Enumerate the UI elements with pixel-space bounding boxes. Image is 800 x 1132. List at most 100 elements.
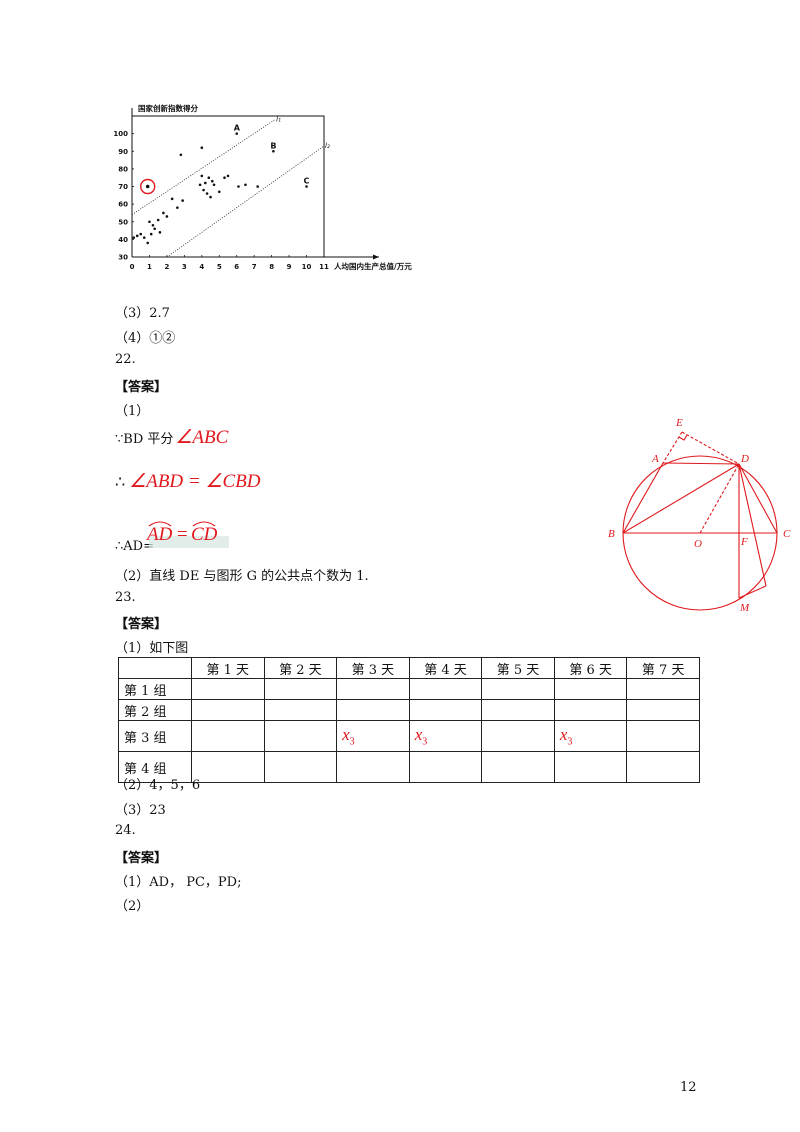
q22-angle-abc: ∠ABC: [175, 427, 229, 448]
point-label-b: B: [270, 141, 276, 150]
q22-arc-equation: AD = CD: [143, 516, 233, 552]
data-point: [200, 174, 204, 178]
data-point: [244, 183, 247, 187]
schedule-table: 第 1 天 第 2 天 第 3 天 第 4 天 第 5 天 第 6 天 第 7 …: [118, 657, 700, 783]
x-tick-label: 2: [164, 263, 169, 271]
data-point: [204, 181, 207, 185]
y-tick-label: 100: [113, 130, 128, 138]
label-f: F: [740, 536, 748, 548]
table-row: 第 1 组: [118, 678, 700, 700]
data-point: [210, 179, 214, 183]
label-d: D: [740, 453, 749, 465]
trend-line-label: l₂: [325, 142, 330, 150]
table-row: 第 2 组: [118, 699, 700, 721]
header-day3: 第 3 天: [336, 657, 410, 679]
y-tick-label: 50: [118, 218, 128, 226]
q23-part1: （1）如下图: [115, 641, 189, 656]
header-day6: 第 6 天: [553, 657, 628, 679]
q22-number: 22.: [115, 352, 136, 367]
data-point: [202, 188, 205, 192]
data-point: [165, 215, 169, 218]
table-row: 第 4 组: [118, 751, 700, 783]
label-a: A: [651, 453, 659, 465]
data-point: [153, 227, 156, 231]
highlight-ring: [140, 178, 156, 195]
data-point: [198, 183, 202, 187]
q24-part1: （1）AD， PC，PD;: [115, 875, 242, 890]
row-label: 第 3 组: [118, 720, 192, 752]
y-tick-label: 80: [118, 165, 128, 173]
table-header-row: 第 1 天 第 2 天 第 3 天 第 4 天 第 5 天 第 6 天 第 7 …: [118, 657, 700, 679]
table-corner: [118, 657, 192, 679]
q23-part2: （2）4，5，6: [115, 778, 201, 793]
x-tick-label: 10: [302, 263, 312, 271]
q24-answer-heading: 【答案】: [115, 851, 168, 866]
data-point: [146, 241, 150, 245]
y-tick-label: 40: [118, 236, 128, 244]
data-point: [148, 220, 151, 224]
header-day7: 第 7 天: [626, 657, 700, 679]
highlighted-point: [145, 184, 150, 189]
x-axis-label: 人均国内生产总值/万元: [334, 261, 412, 271]
q22-ad-text: ∴AD=: [115, 539, 154, 554]
label-o: O: [694, 538, 702, 550]
x-tick-label: 4: [199, 263, 204, 271]
header-day2: 第 2 天: [263, 657, 338, 679]
arc-ad: AD: [147, 524, 173, 545]
data-point: [207, 176, 211, 179]
data-point: [158, 231, 162, 234]
header-day5: 第 5 天: [481, 657, 555, 679]
label-b: B: [608, 528, 615, 540]
trend-line-1: [131, 119, 276, 216]
q22-therefore: ∴: [115, 472, 126, 491]
data-point: [179, 153, 183, 157]
row-label: 第 1 组: [118, 678, 192, 700]
data-point: [149, 232, 153, 236]
data-point: [237, 185, 240, 188]
x-tick-label: 11: [319, 263, 329, 271]
x-axis-arrow: [373, 254, 379, 260]
q23-number: 23.: [115, 590, 136, 605]
label-m: M: [739, 602, 750, 614]
x-tick-label: 8: [269, 263, 274, 271]
q24-part2: （2）: [115, 899, 150, 914]
q22-part1: （1）: [115, 404, 150, 419]
arc-cd: CD: [191, 524, 218, 545]
y-tick-label: 60: [118, 201, 128, 209]
x-tick-label: 3: [182, 263, 187, 271]
chart-title: 国家创新指数得分: [138, 103, 198, 113]
data-point: [156, 218, 160, 222]
point-label-c: C: [304, 177, 310, 186]
label-c: C: [783, 528, 791, 540]
row-label: 第 4 组: [118, 751, 192, 783]
data-point: [176, 206, 179, 209]
header-day1: 第 1 天: [191, 657, 265, 679]
mark-cell: x3: [336, 720, 410, 752]
header-day4: 第 4 天: [408, 657, 483, 679]
data-point: [226, 174, 230, 178]
q22-part2: （2）直线 DE 与图形 G 的公共点个数为 1.: [115, 569, 369, 584]
data-point: [223, 176, 226, 179]
y-tick-label: 30: [118, 254, 128, 262]
row-label: 第 2 组: [118, 699, 192, 721]
label-e: E: [675, 417, 683, 429]
data-point: [151, 223, 155, 227]
y-tick-label: 70: [118, 183, 128, 191]
data-point: [305, 185, 308, 188]
q22-answer-heading: 【答案】: [115, 380, 168, 395]
x-tick-label: 9: [287, 263, 292, 271]
point-label-a: A: [234, 124, 241, 133]
arc-equals: =: [177, 524, 188, 545]
data-point: [235, 132, 239, 135]
plot-frame: [131, 115, 325, 257]
data-point: [135, 234, 139, 238]
data-point: [272, 149, 275, 153]
q24-number: 24.: [115, 823, 136, 838]
data-point: [205, 192, 209, 195]
page-number: 12: [680, 1080, 697, 1095]
data-point: [170, 197, 174, 201]
data-point: [139, 232, 143, 236]
mark-cell: x3: [408, 720, 483, 752]
x-tick-label: 7: [252, 263, 257, 271]
q23-part3: （3）23: [115, 803, 166, 818]
